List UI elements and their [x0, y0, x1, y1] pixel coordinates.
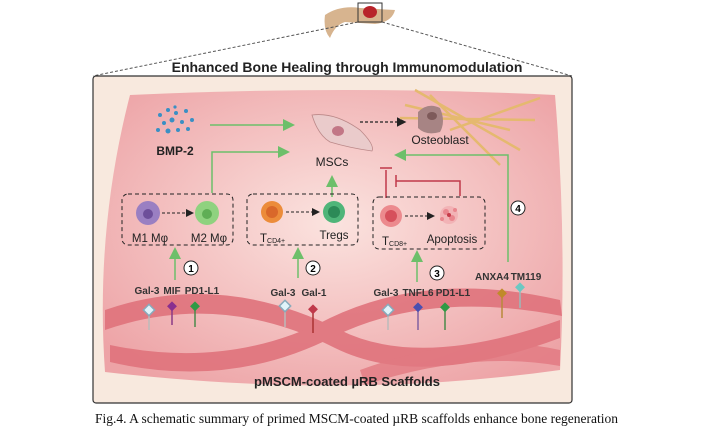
figure-title: Enhanced Bone Healing through Immunomodu…: [172, 59, 523, 75]
cytotoxic-box: [372, 196, 486, 250]
svg-text:4: 4: [515, 204, 521, 215]
step-1-badge: 1: [183, 260, 199, 276]
zoom-line-left: [92, 21, 359, 77]
factor-label: TM119: [511, 272, 542, 283]
factor-label: PD1-L1: [185, 286, 220, 297]
factor-label: Gal-3: [134, 286, 159, 297]
inhibition-marks: [380, 167, 461, 198]
m1-label: M1 Mφ: [132, 233, 168, 245]
tregs-label: Tregs: [320, 230, 349, 242]
factor-label: ANXA4: [475, 272, 509, 283]
arrow-macrophage-to-msc: [211, 146, 290, 193]
macrophage-box: [121, 193, 234, 246]
factor-label: Gal-1: [301, 288, 326, 299]
mscs-label: MSCs: [316, 155, 349, 169]
apoptosis-icon: [440, 206, 458, 224]
factor-label: Gal-3: [270, 288, 295, 299]
tcell-box: [246, 193, 359, 246]
scaffold-label: pMSCM-coated µRB Scaffolds: [254, 374, 440, 389]
osteoblast-label: Osteoblast: [411, 133, 469, 147]
svg-text:3: 3: [434, 269, 440, 280]
step-3-badge: 3: [429, 265, 445, 281]
figure-caption: Fig.4. A schematic summary of primed MSC…: [95, 411, 619, 426]
bmp2-molecules-icon: [156, 105, 194, 134]
factor-label: PD1-L1: [436, 288, 471, 299]
factor-label: MIF: [163, 286, 180, 297]
bmp2-label: BMP-2: [156, 144, 194, 158]
tcd4-label: TCD4+: [260, 233, 285, 245]
svg-text:1: 1: [188, 264, 194, 275]
tcd8-label: TCD8+: [382, 236, 407, 248]
factor-pins: [142, 282, 525, 333]
zoom-line-right: [381, 21, 573, 77]
step-2-badge: 2: [305, 260, 321, 276]
factor-label: TNFL6: [402, 288, 434, 299]
arrow-step4-to-msc: [394, 149, 509, 262]
scaffold-ribbons: [105, 288, 562, 385]
step-4-badge: 4: [510, 200, 526, 216]
apoptosis-label: Apoptosis: [427, 234, 478, 246]
svg-text:2: 2: [310, 264, 316, 275]
m2-label: M2 Mφ: [191, 233, 227, 245]
factor-label: Gal-3: [373, 288, 398, 299]
bone-thumbnail: [324, 2, 395, 39]
